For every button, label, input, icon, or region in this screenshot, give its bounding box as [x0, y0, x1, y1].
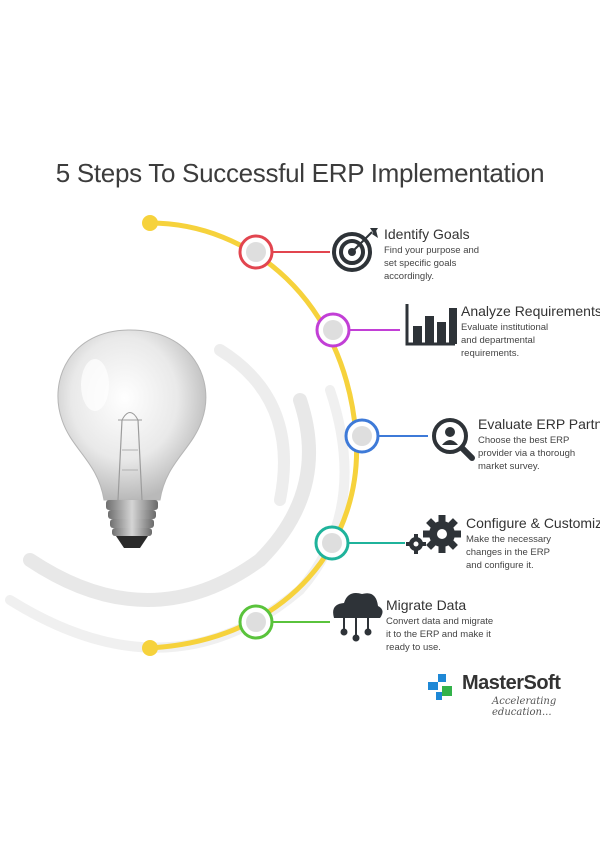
cloud-network-icon [333, 593, 383, 642]
magnifier-person-icon [432, 418, 475, 461]
marker-core [323, 320, 343, 340]
bar-chart-icon [405, 304, 457, 346]
page-title: 5 Steps To Successful ERP Implementation [55, 158, 545, 188]
step-description-line: Choose the best ERP [478, 435, 570, 446]
step-marker-1 [238, 234, 330, 270]
brand-name: MasterSoft [462, 672, 561, 694]
step-3: Evaluate ERP PartnerChoose the best ERP p… [478, 416, 600, 473]
target-icon [332, 228, 378, 272]
step-description-line: set specific goals [384, 258, 457, 269]
brand-tagline: Accelerating education... [492, 696, 557, 718]
step-description: Evaluate institutional and departmental re… [461, 321, 600, 360]
step-title: Migrate Data [386, 597, 467, 613]
light-bulb-illustration [57, 329, 207, 548]
step-title: Configure & Customize [466, 515, 600, 531]
marker-core [322, 533, 342, 553]
step-marker-4 [314, 525, 405, 561]
step-description-line: and departmental [461, 335, 535, 346]
step-description-line: Convert data and migrate [386, 616, 494, 627]
step-description-line: changes in the ERP [466, 547, 550, 558]
marker-core [246, 242, 266, 262]
step-description-line: requirements. [461, 348, 520, 359]
step-title: Evaluate ERP Partner [478, 416, 600, 432]
arc-end-dot-top [142, 215, 158, 231]
step-description-line: ready to use. [386, 642, 441, 653]
step-marker-3 [344, 418, 428, 454]
gears-icon [406, 515, 461, 554]
step-description-line: Evaluate institutional [461, 322, 549, 333]
step-title: Analyze Requirements [461, 303, 600, 319]
step-description-line: and configure it. [466, 560, 534, 571]
step-description: Choose the best ERP provider via a thorou… [478, 434, 600, 473]
step-description-line: Find your purpose and [384, 245, 480, 256]
step-marker-2 [315, 312, 400, 348]
step-description: Find your purpose and set specific goals a… [384, 244, 600, 283]
step-description-line: market survey. [478, 461, 540, 472]
step-description: Convert data and migrate it to the ERP an… [386, 615, 600, 654]
mastersoft-logo-icon [428, 674, 452, 700]
step-description-line: accordingly. [384, 271, 434, 282]
step-description-line: Make the necessary [466, 534, 552, 545]
marker-core [352, 426, 372, 446]
step-description: Make the necessary changes in the ERP and … [466, 533, 600, 572]
brand-logo: MasterSoft Accelerating education... [426, 668, 596, 718]
step-description-line: provider via a thorough [478, 448, 576, 459]
step-description-line: it to the ERP and make it [386, 629, 491, 640]
marker-core [246, 612, 266, 632]
step-marker-5 [238, 604, 330, 640]
arc-end-dot-bottom [142, 640, 158, 656]
step-title: Identify Goals [384, 226, 470, 242]
